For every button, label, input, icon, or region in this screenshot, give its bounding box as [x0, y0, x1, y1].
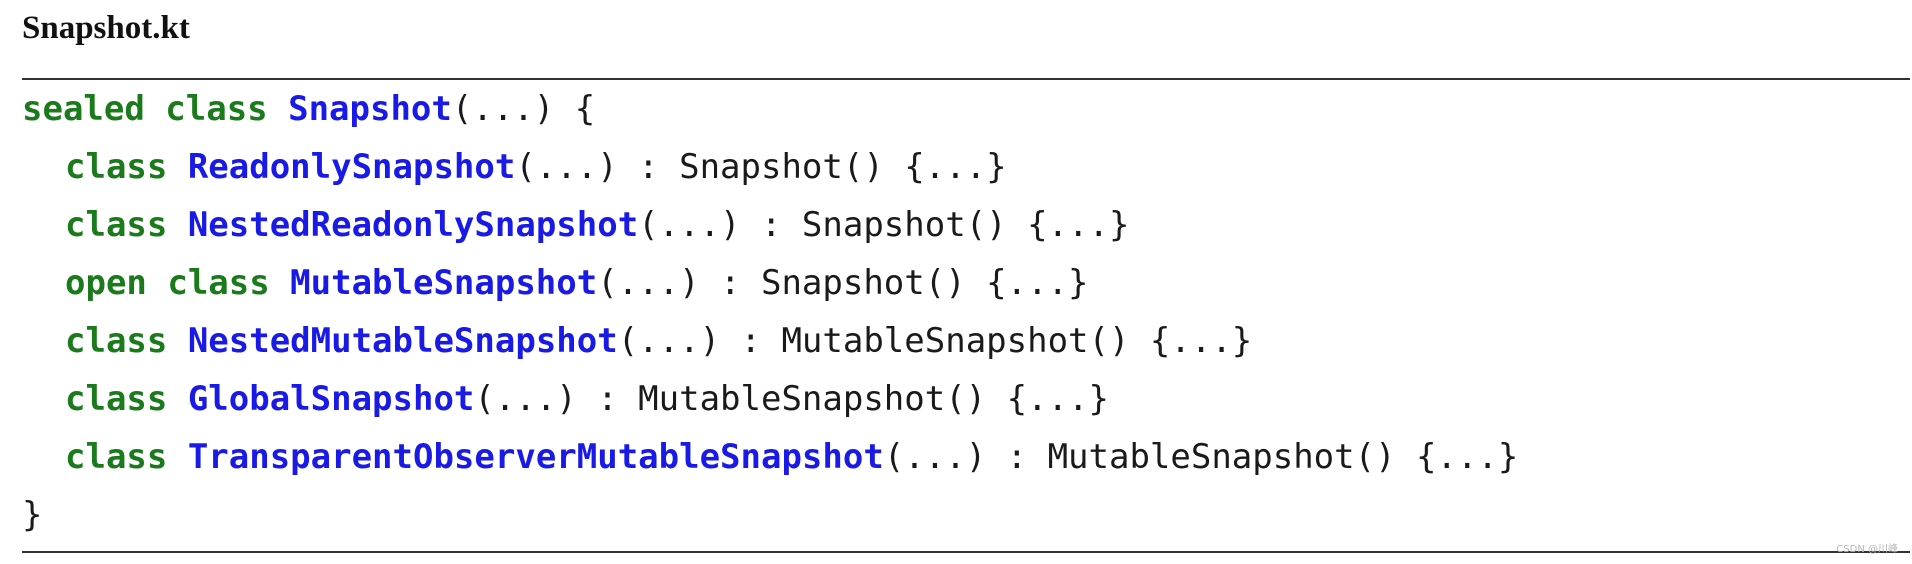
class-name: TransparentObserverMutableSnapshot	[187, 437, 884, 477]
code-line-8: }	[22, 486, 1518, 544]
keyword: open class	[65, 263, 291, 303]
watermark: CSDN @川峰	[1836, 544, 1898, 555]
class-name: NestedMutableSnapshot	[187, 321, 618, 361]
top-rule	[22, 78, 1910, 80]
closing-brace: }	[22, 495, 43, 535]
bottom-rule	[22, 551, 1910, 553]
code-text: (...) : MutableSnapshot() {...}	[883, 437, 1519, 477]
code-text: (...) {	[451, 89, 596, 129]
keyword: class	[65, 379, 188, 419]
class-name: MutableSnapshot	[290, 263, 598, 303]
code-line-1: sealed class Snapshot(...) {	[22, 80, 1518, 138]
class-name: NestedReadonlySnapshot	[187, 205, 639, 245]
class-name: GlobalSnapshot	[187, 379, 475, 419]
code-text: (...) : MutableSnapshot() {...}	[474, 379, 1109, 419]
code-block: sealed class Snapshot(...) { class Reado…	[22, 80, 1518, 544]
code-text: (...) : MutableSnapshot() {...}	[617, 321, 1253, 361]
keyword: sealed class	[22, 89, 289, 129]
file-title: Snapshot.kt	[22, 10, 190, 46]
code-line-6: class GlobalSnapshot(...) : MutableSnaps…	[22, 370, 1518, 428]
keyword: class	[65, 147, 188, 187]
class-name: Snapshot	[288, 89, 452, 129]
code-text: (...) : Snapshot() {...}	[515, 147, 1007, 187]
code-line-3: class NestedReadonlySnapshot(...) : Snap…	[22, 196, 1518, 254]
class-name: ReadonlySnapshot	[187, 147, 516, 187]
keyword: class	[65, 321, 188, 361]
code-line-2: class ReadonlySnapshot(...) : Snapshot()…	[22, 138, 1518, 196]
code-line-7: class TransparentObserverMutableSnapshot…	[22, 428, 1518, 486]
code-text: (...) : Snapshot() {...}	[597, 263, 1089, 303]
keyword: class	[65, 205, 188, 245]
keyword: class	[65, 437, 188, 477]
code-line-5: class NestedMutableSnapshot(...) : Mutab…	[22, 312, 1518, 370]
code-text: (...) : Snapshot() {...}	[638, 205, 1130, 245]
code-line-4: open class MutableSnapshot(...) : Snapsh…	[22, 254, 1518, 312]
